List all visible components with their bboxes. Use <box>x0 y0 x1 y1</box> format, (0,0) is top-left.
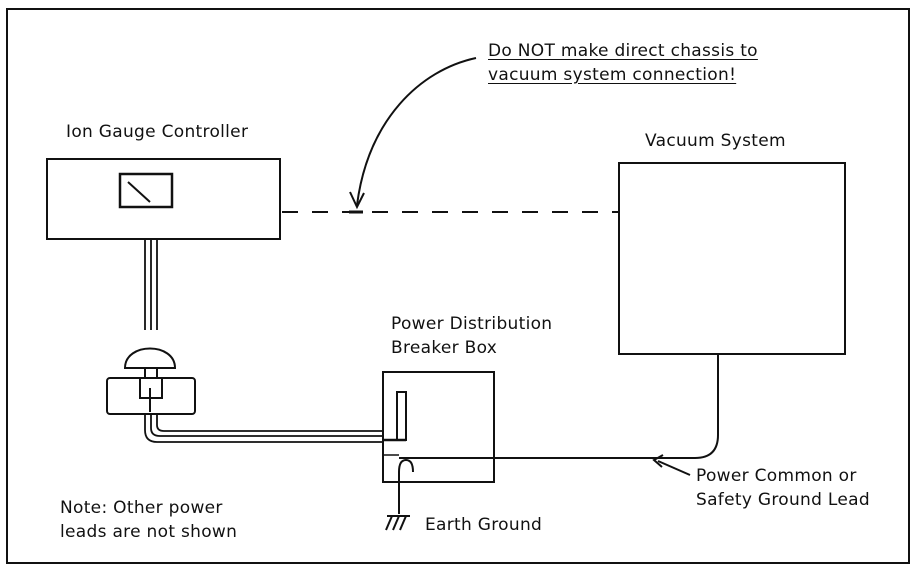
supply-cable <box>144 414 383 443</box>
note-line-1: Note: Other power <box>60 498 223 518</box>
ground-lead-wire <box>494 354 719 459</box>
bus-bar <box>396 391 407 441</box>
ground-strap <box>398 458 414 514</box>
power-cord <box>144 240 158 330</box>
warning-line-2: vacuum system connection! <box>488 65 737 85</box>
diagram-frame <box>6 8 910 564</box>
breaker-box <box>382 371 495 483</box>
earth-ground-icon <box>385 515 410 531</box>
ground-lead-pointer <box>657 460 691 476</box>
ground-lead-label-line-1: Power Common or <box>696 466 857 486</box>
ion-gauge-controller-label: Ion Gauge Controller <box>66 122 249 142</box>
warning-line-1: Do NOT make direct chassis to <box>488 41 758 61</box>
vacuum-system-box <box>618 162 846 355</box>
ground-lead-pointer-head <box>652 454 664 468</box>
vacuum-system-label: Vacuum System <box>645 131 786 151</box>
breaker-label-line-2: Breaker Box <box>391 338 498 358</box>
outlet-icon <box>106 368 196 415</box>
meter-icon <box>118 172 174 209</box>
warning-arrow <box>356 57 477 206</box>
plug-icon <box>123 347 177 369</box>
warning-arrowhead <box>349 191 365 210</box>
ion-gauge-controller-box <box>46 158 281 240</box>
earth-ground-label: Earth Ground <box>425 515 543 535</box>
note-line-2: leads are not shown <box>60 522 238 542</box>
breaker-label-line-1: Power Distribution <box>391 314 553 334</box>
ground-lead-label-line-2: Safety Ground Lead <box>696 490 870 510</box>
